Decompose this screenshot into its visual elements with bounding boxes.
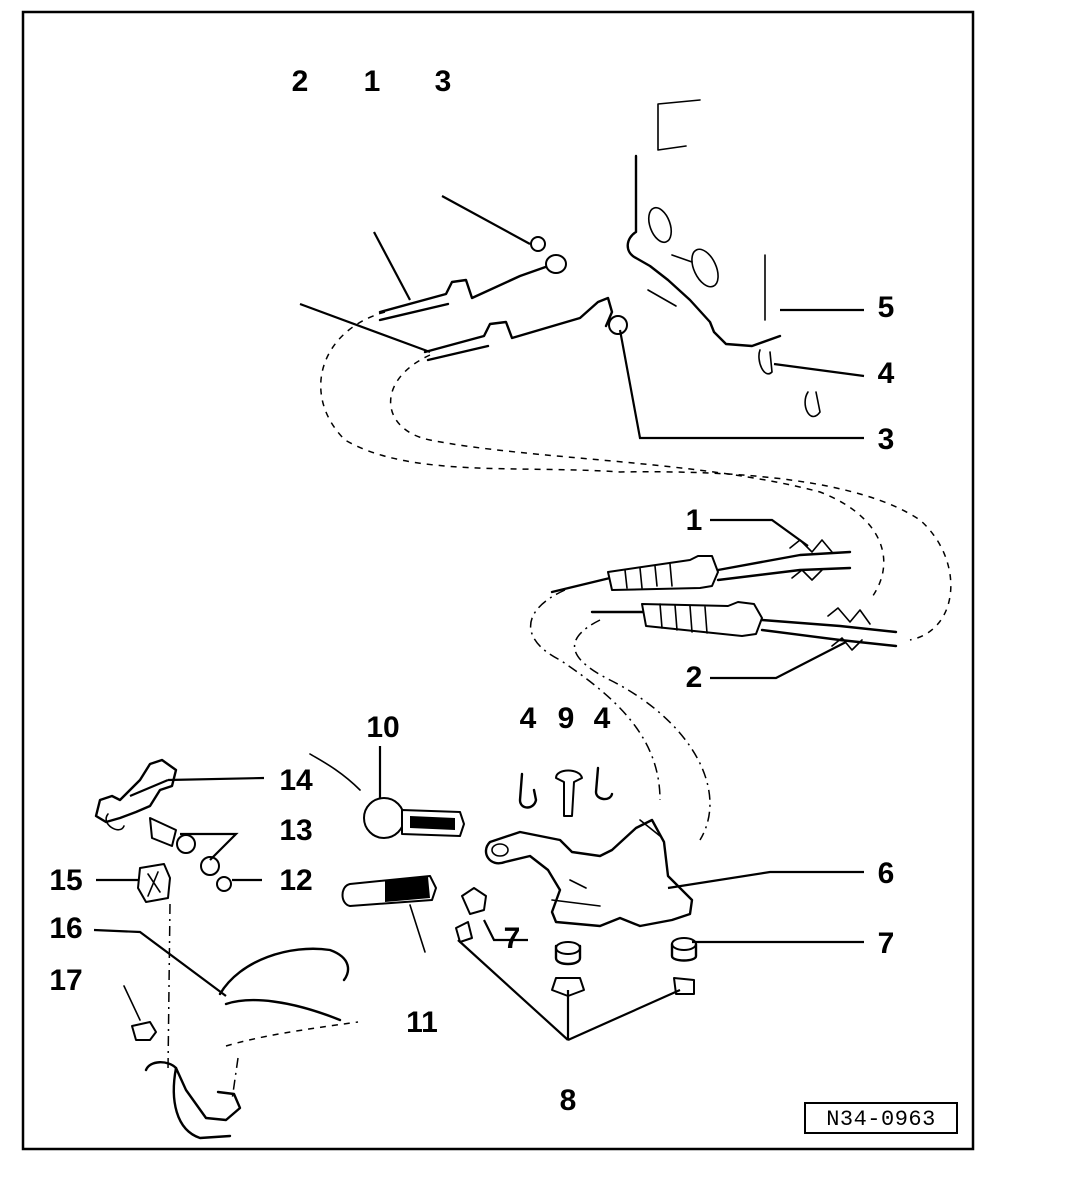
leader-lines xyxy=(93,195,865,1042)
reference-code-box: N34-0963 xyxy=(804,1102,958,1134)
cable-ends-top xyxy=(378,236,821,418)
callout-8: 8 xyxy=(560,1084,577,1117)
callout-9: 9 xyxy=(558,702,575,735)
callout-4-right-small: 4 xyxy=(594,702,611,735)
callout-10: 10 xyxy=(366,711,399,744)
callout-15: 15 xyxy=(49,864,82,897)
callout-2-top: 2 xyxy=(292,65,309,98)
cable-route-lower-1 xyxy=(529,589,661,801)
gearbox-housing-drawing xyxy=(626,99,782,348)
callout-14: 14 xyxy=(279,764,313,797)
callout-7-left: 7 xyxy=(504,922,521,955)
callout-17: 17 xyxy=(49,964,82,997)
small-parts xyxy=(341,766,698,997)
shift-lever-assembly xyxy=(484,818,694,928)
callout-2-mid: 2 xyxy=(686,661,703,694)
diagram-frame xyxy=(21,10,975,1151)
callout-7-right: 7 xyxy=(878,927,895,960)
callout-3-right: 3 xyxy=(878,423,895,456)
cable-route-inner xyxy=(389,354,885,601)
cable-adjusters xyxy=(550,539,898,651)
cable-route-outer xyxy=(320,311,952,641)
callout-13: 13 xyxy=(279,814,312,847)
callout-4-left: 4 xyxy=(520,702,537,735)
callout-16: 16 xyxy=(49,912,82,945)
reference-code: N34-0963 xyxy=(826,1107,936,1132)
left-lever-parts xyxy=(94,753,361,1140)
callout-6: 6 xyxy=(878,857,895,890)
callout-1-top: 1 xyxy=(364,65,381,98)
callout-4-right: 4 xyxy=(878,357,895,390)
callout-12: 12 xyxy=(279,864,312,897)
callout-1-mid: 1 xyxy=(686,504,703,537)
callout-11: 11 xyxy=(406,1006,438,1039)
callout-3-top: 3 xyxy=(435,65,452,98)
cable-route-lower-2 xyxy=(573,619,711,841)
callout-5: 5 xyxy=(878,291,895,324)
callout-labels: 2 1 3 5 4 3 1 2 10 4 9 4 14 13 15 12 6 1… xyxy=(49,65,894,1117)
